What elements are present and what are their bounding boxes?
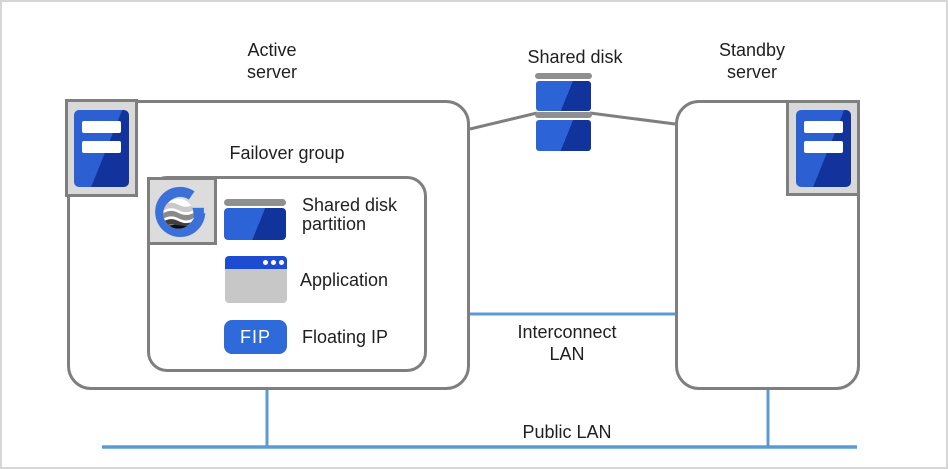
active-server-icon (65, 99, 138, 197)
active-server-label: Active server (246, 40, 297, 82)
application-label: Application (300, 270, 389, 290)
shared-disk-icon (535, 73, 592, 152)
failover-group-label: Failover group (229, 143, 345, 163)
shared-disk-partition-label: Shared disk partition (302, 195, 398, 234)
public-lan-label: Public LAN (522, 422, 612, 442)
disk-to-standby-line (589, 111, 676, 126)
logo-graphic (155, 186, 206, 237)
floating-ip-badge: FIP (224, 320, 287, 354)
disk-to-active-line (469, 111, 538, 131)
fip-badge-text: FIP (239, 326, 271, 347)
interconnect-lan-label: Interconnect LAN (517, 322, 617, 364)
server-tower-graphic (795, 109, 851, 187)
app-window-titlebar (225, 256, 287, 269)
server-tower-graphic (74, 109, 129, 187)
application-icon (225, 256, 287, 303)
standby-server-icon (786, 100, 860, 196)
standby-server-label: Standby server (718, 40, 786, 82)
expresscluster-logo-icon (147, 177, 217, 245)
shared-disk-partition-icon (224, 199, 286, 240)
shared-disk-label: Shared disk (527, 47, 623, 67)
floating-ip-label: Floating IP (302, 327, 389, 347)
